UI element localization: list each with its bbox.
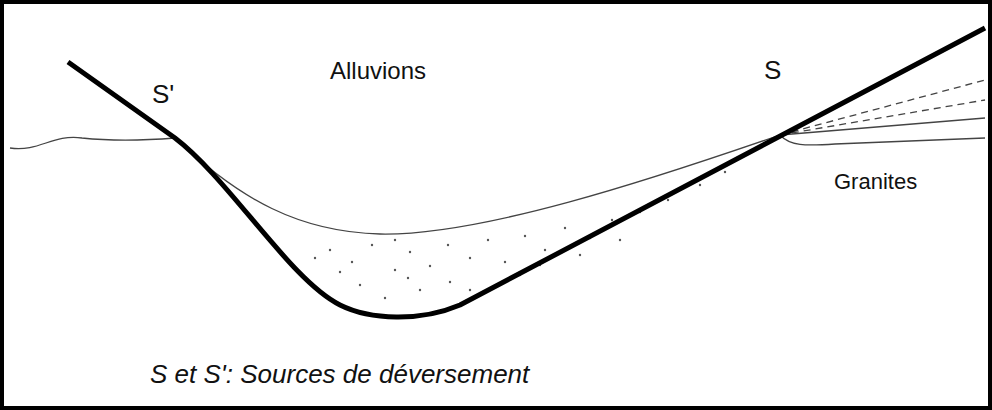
alluvium-stipple <box>314 171 726 306</box>
region-label: Granites <box>834 170 917 194</box>
source-label: S' <box>152 80 174 109</box>
bedrock-line <box>68 28 985 317</box>
region-label: Alluvions <box>330 58 426 84</box>
source-label: S <box>764 56 781 85</box>
dashed-lines <box>780 80 985 135</box>
granite-line <box>780 135 985 145</box>
caption: S et S': Sources de déversement <box>150 360 529 389</box>
surface-line <box>10 118 985 234</box>
